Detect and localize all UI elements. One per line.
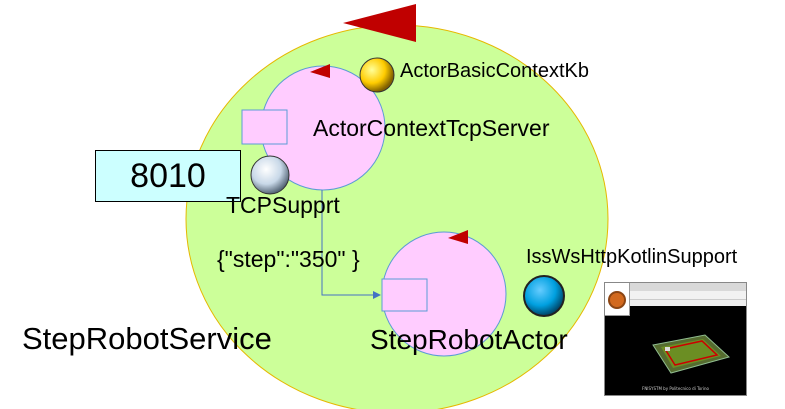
server-actor-port[interactable] <box>241 109 288 145</box>
thumbnail-bookmarks-bar <box>605 300 746 306</box>
server-actor-marker-icon <box>310 64 330 78</box>
tcp-sphere-icon[interactable] <box>250 155 290 195</box>
message-connector <box>321 190 381 299</box>
tcp-support-label: TCPSupprt <box>226 192 340 218</box>
service-label: StepRobotService <box>22 321 272 356</box>
thumbnail-footer: FNISYSTM by Politecnico di Torino <box>642 386 709 391</box>
robot-scene-icon <box>652 334 731 374</box>
ws-support-label: IssWsHttpKotlinSupport <box>526 246 738 268</box>
kb-label: ActorBasicContextKb <box>400 60 589 82</box>
kb-sphere-icon[interactable] <box>359 57 395 93</box>
ws-sphere-icon[interactable] <box>523 275 565 317</box>
red-triangle-icon <box>343 4 416 42</box>
compass-icon <box>605 283 630 316</box>
port-value: 8010 <box>130 156 206 195</box>
thumbnail-tab-bar <box>605 283 746 291</box>
robot-actor-label: StepRobotActor <box>370 324 568 355</box>
robot-scene-thumbnail: FNISYSTM by Politecnico di Torino <box>604 282 747 396</box>
port-box[interactable]: 8010 <box>95 150 241 202</box>
message-label: {"step":"350" } <box>217 246 360 272</box>
thumbnail-address-bar <box>605 291 746 300</box>
robot-actor-port[interactable] <box>381 278 428 312</box>
server-actor-label: ActorContextTcpServer <box>313 115 550 141</box>
robot-actor-marker-icon <box>448 230 468 244</box>
